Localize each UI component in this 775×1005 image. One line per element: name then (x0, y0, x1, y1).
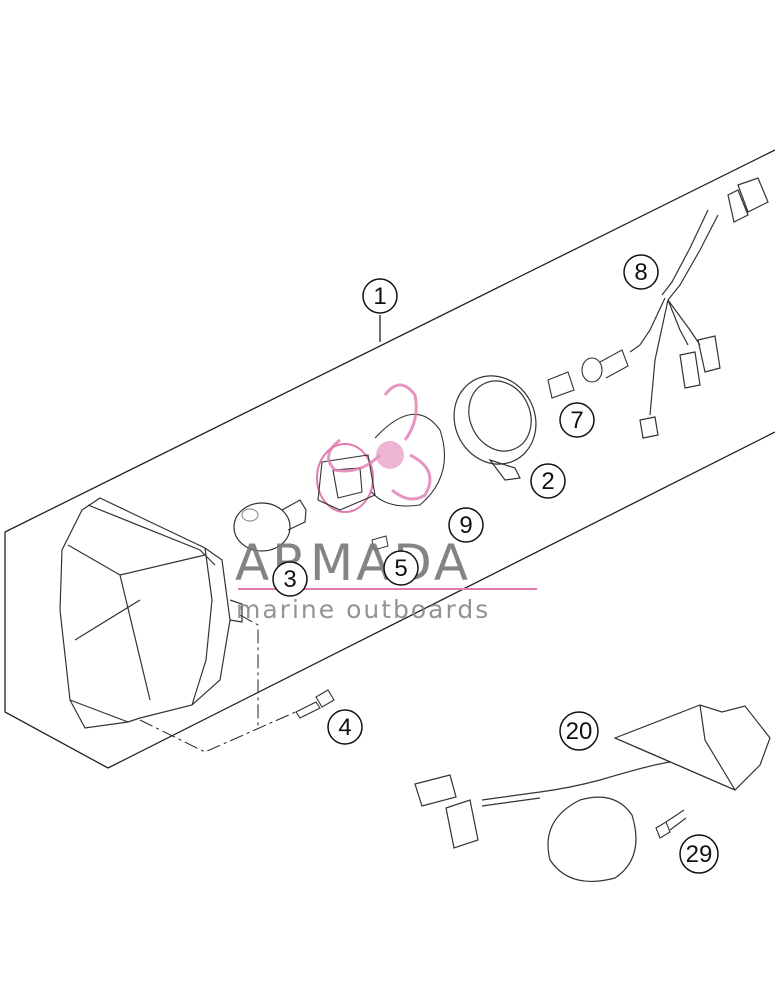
alignment-lines (139, 614, 301, 753)
bulb-part (233, 499, 307, 552)
watermark-subtitle: marine outboards (236, 595, 490, 624)
callout-2: 2 (530, 463, 566, 499)
headlight-mask (59, 497, 243, 729)
callout-5-label: 5 (394, 555, 407, 582)
callout-1-label: 1 (373, 283, 386, 310)
clip-part (371, 535, 389, 551)
callout-3: 3 (272, 561, 308, 597)
callout-8-label: 8 (634, 259, 647, 286)
screw-part (655, 809, 687, 839)
callout-1: 1 (362, 278, 398, 314)
assembly-outline (4, 149, 775, 769)
callout-3-label: 3 (283, 566, 296, 593)
callout-20: 20 (559, 711, 599, 751)
callout-4: 4 (327, 709, 363, 745)
bolt-part (295, 689, 335, 719)
watermark-title: ARMADA (235, 534, 471, 592)
cover-part (613, 704, 771, 791)
cable-part (414, 761, 671, 882)
wiring-harness-part (629, 177, 769, 439)
lamp-ring-part (453, 375, 537, 481)
callout-9: 9 (448, 507, 484, 543)
armada-logo-mark (327, 383, 432, 501)
callout-29-label: 29 (686, 841, 713, 868)
callout-29: 29 (679, 834, 719, 874)
callout-9-label: 9 (459, 512, 472, 539)
callout-7-label: 7 (570, 407, 583, 434)
callout-4-label: 4 (338, 714, 351, 741)
callout-5: 5 (383, 550, 419, 586)
small-bulb-part (547, 349, 629, 399)
callout-20-label: 20 (566, 718, 593, 745)
callout-2-label: 2 (541, 468, 554, 495)
callout-7: 7 (559, 402, 595, 438)
callout-8: 8 (623, 254, 659, 290)
reflector-part (316, 413, 446, 513)
